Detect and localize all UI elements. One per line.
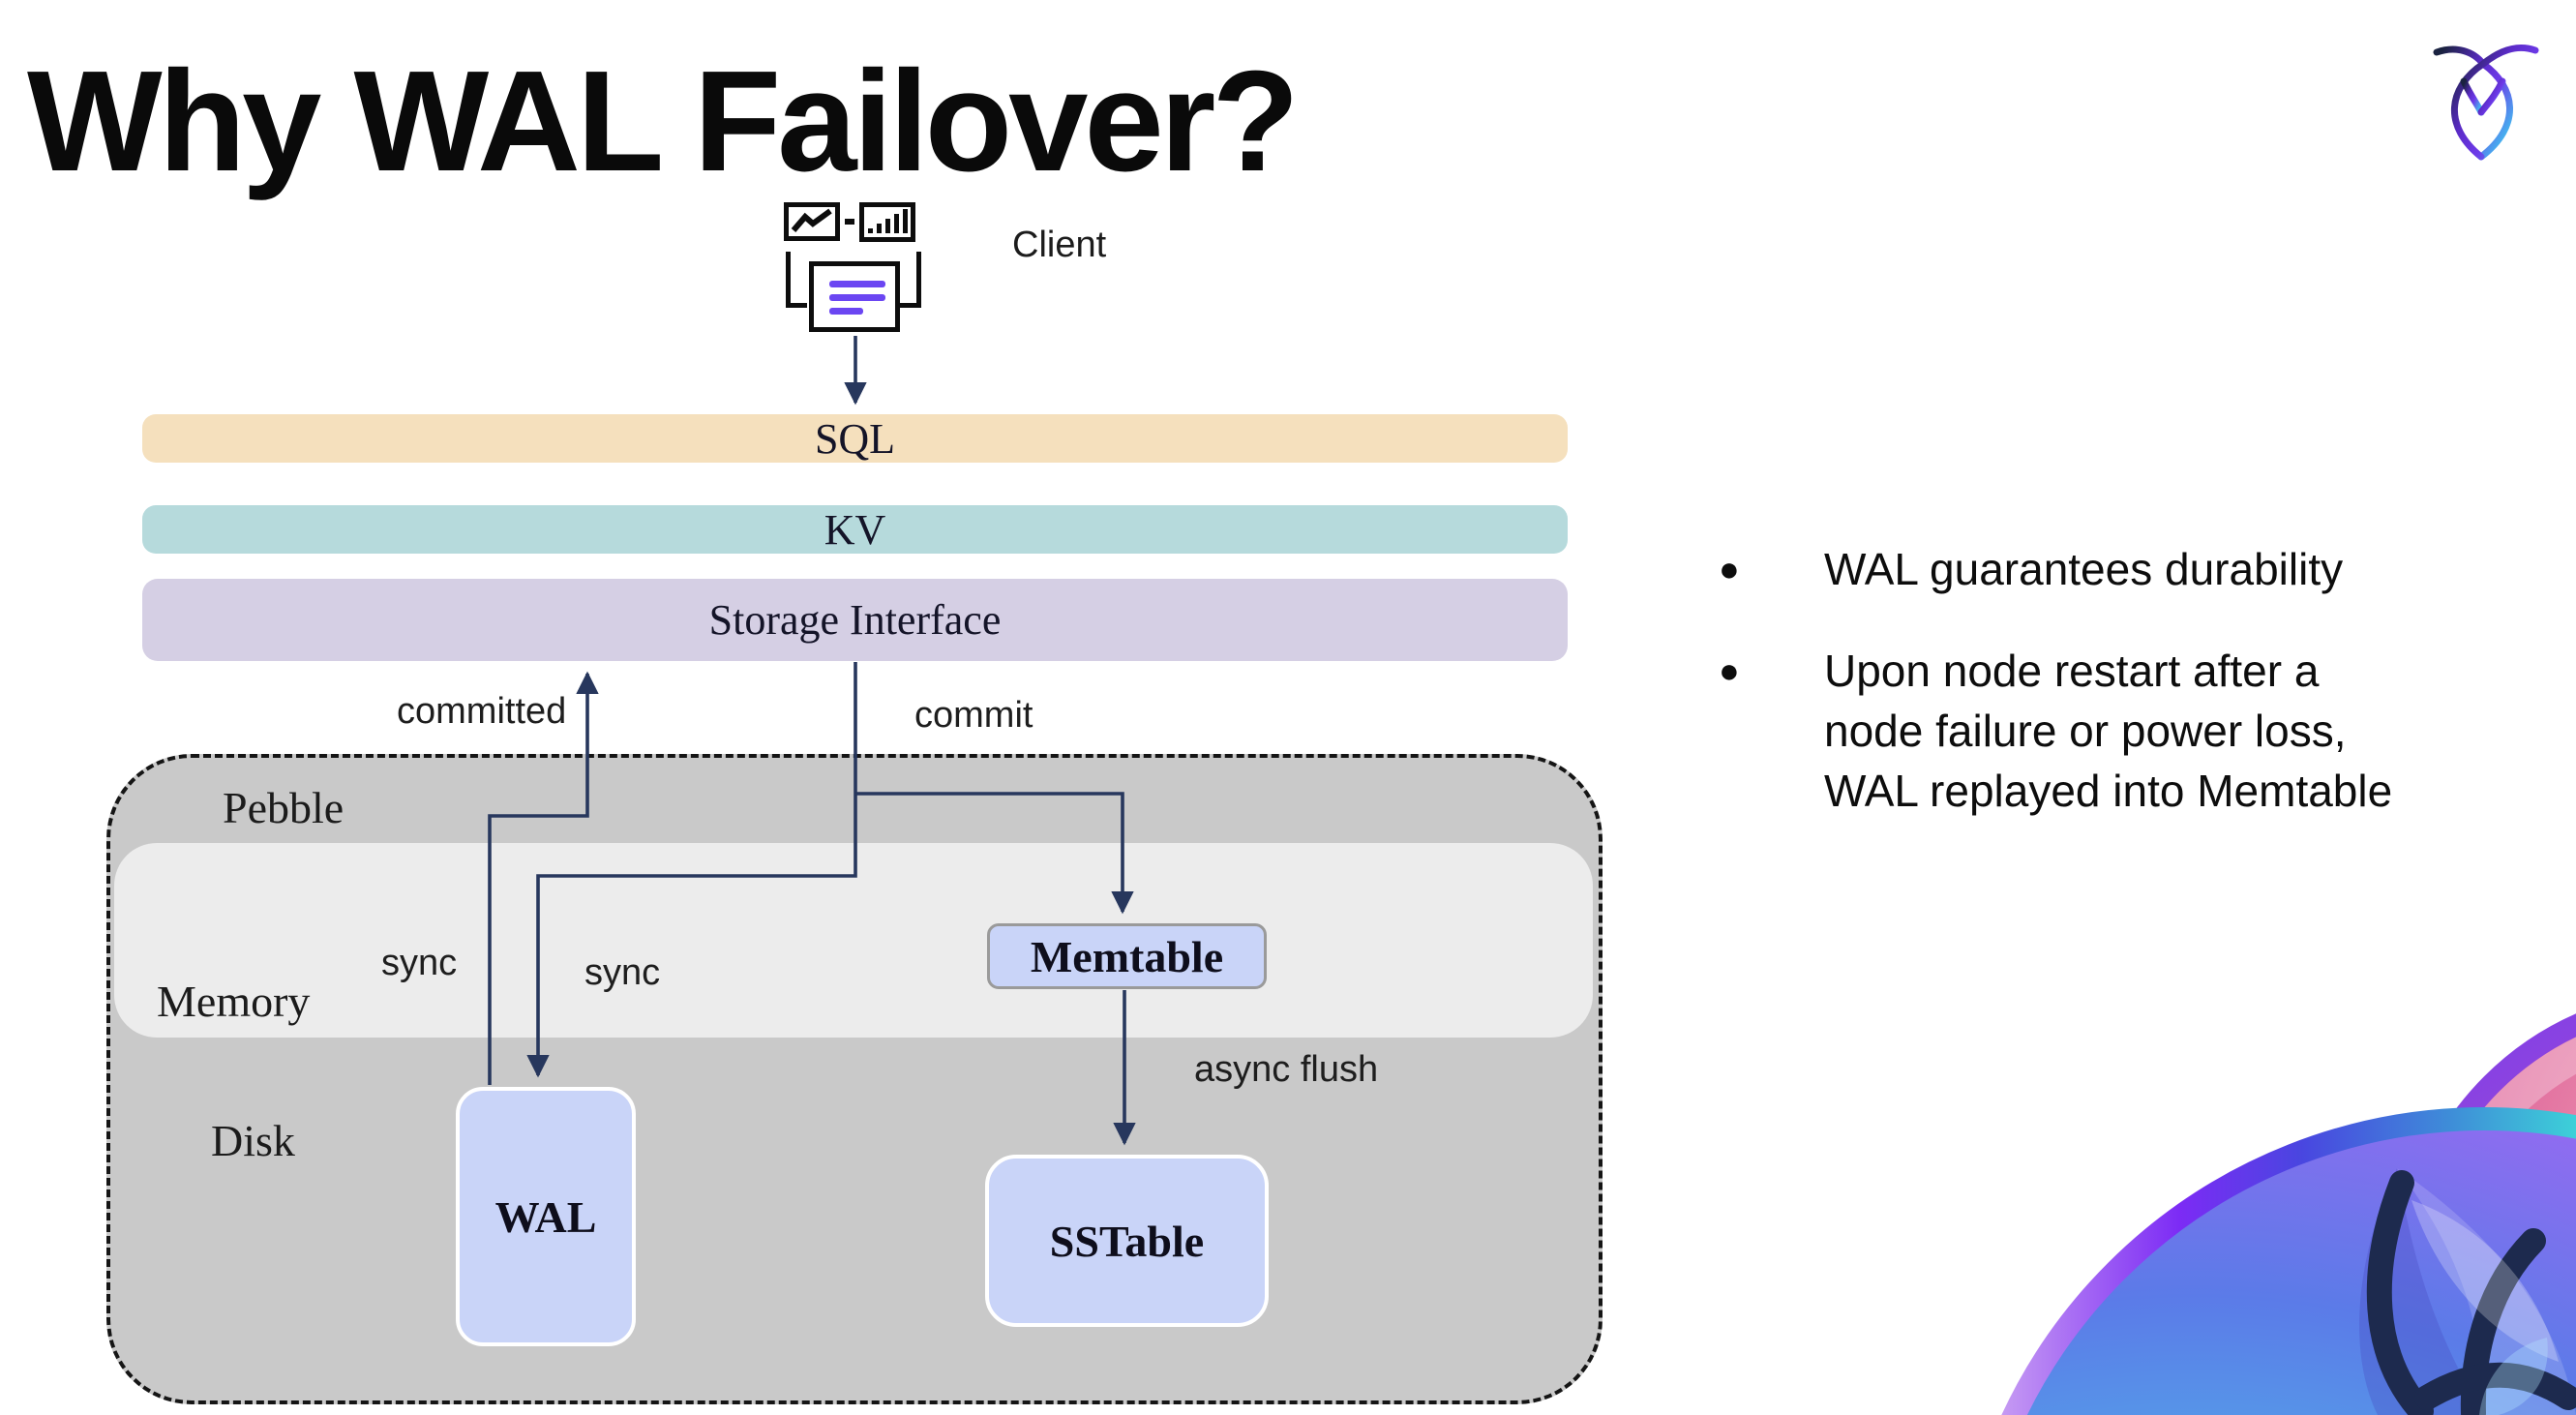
committed-label: committed bbox=[397, 691, 567, 732]
memtable-node: Memtable bbox=[987, 923, 1267, 989]
page-title: Why WAL Failover? bbox=[27, 42, 1300, 201]
wal-node: WAL bbox=[456, 1087, 636, 1346]
list-item: ● Upon node restart after a node failure… bbox=[1709, 641, 2570, 821]
bullet-dot: ● bbox=[1719, 650, 1740, 690]
sstable-node: SSTable bbox=[985, 1155, 1269, 1327]
client-icon bbox=[780, 197, 927, 341]
document-text-icon bbox=[809, 261, 900, 332]
cockroachdb-logo-icon bbox=[2433, 44, 2539, 161]
wal-label: WAL bbox=[494, 1191, 597, 1242]
bar-chart-icon bbox=[859, 202, 915, 242]
async-flush-label: async flush bbox=[1194, 1049, 1379, 1090]
layer-sql: SQL bbox=[142, 414, 1568, 463]
list-item: ● WAL guarantees durability bbox=[1709, 539, 2570, 599]
brand-decoration-graphic bbox=[2001, 1013, 2576, 1415]
disk-label: Disk bbox=[211, 1116, 295, 1165]
bullet-text-2: Upon node restart after a node failure o… bbox=[1824, 646, 2393, 816]
layer-kv: KV bbox=[142, 505, 1568, 554]
memtable-label: Memtable bbox=[1030, 931, 1224, 981]
memory-band bbox=[114, 843, 1593, 1038]
bullet-dot: ● bbox=[1719, 549, 1740, 588]
sync-left-label: sync bbox=[381, 943, 458, 983]
bullet-text-1: WAL guarantees durability bbox=[1824, 544, 2344, 594]
line-chart-icon bbox=[784, 202, 840, 241]
sync-right-label: sync bbox=[584, 952, 661, 993]
layer-sql-label: SQL bbox=[814, 414, 896, 463]
layer-storage-interface: Storage Interface bbox=[142, 579, 1568, 661]
bracket-left-icon bbox=[786, 252, 807, 308]
client-label: Client bbox=[1012, 225, 1107, 265]
dash-icon bbox=[845, 219, 854, 225]
sstable-label: SSTable bbox=[1049, 1216, 1205, 1266]
layer-kv-label: KV bbox=[824, 505, 886, 554]
bullet-list: ● WAL guarantees durability ● Upon node … bbox=[1709, 539, 2570, 862]
layer-storage-interface-label: Storage Interface bbox=[708, 596, 1002, 644]
pebble-label: Pebble bbox=[223, 783, 344, 832]
bracket-right-icon bbox=[900, 252, 921, 308]
commit-label: commit bbox=[914, 695, 1033, 736]
memory-label: Memory bbox=[157, 977, 311, 1026]
